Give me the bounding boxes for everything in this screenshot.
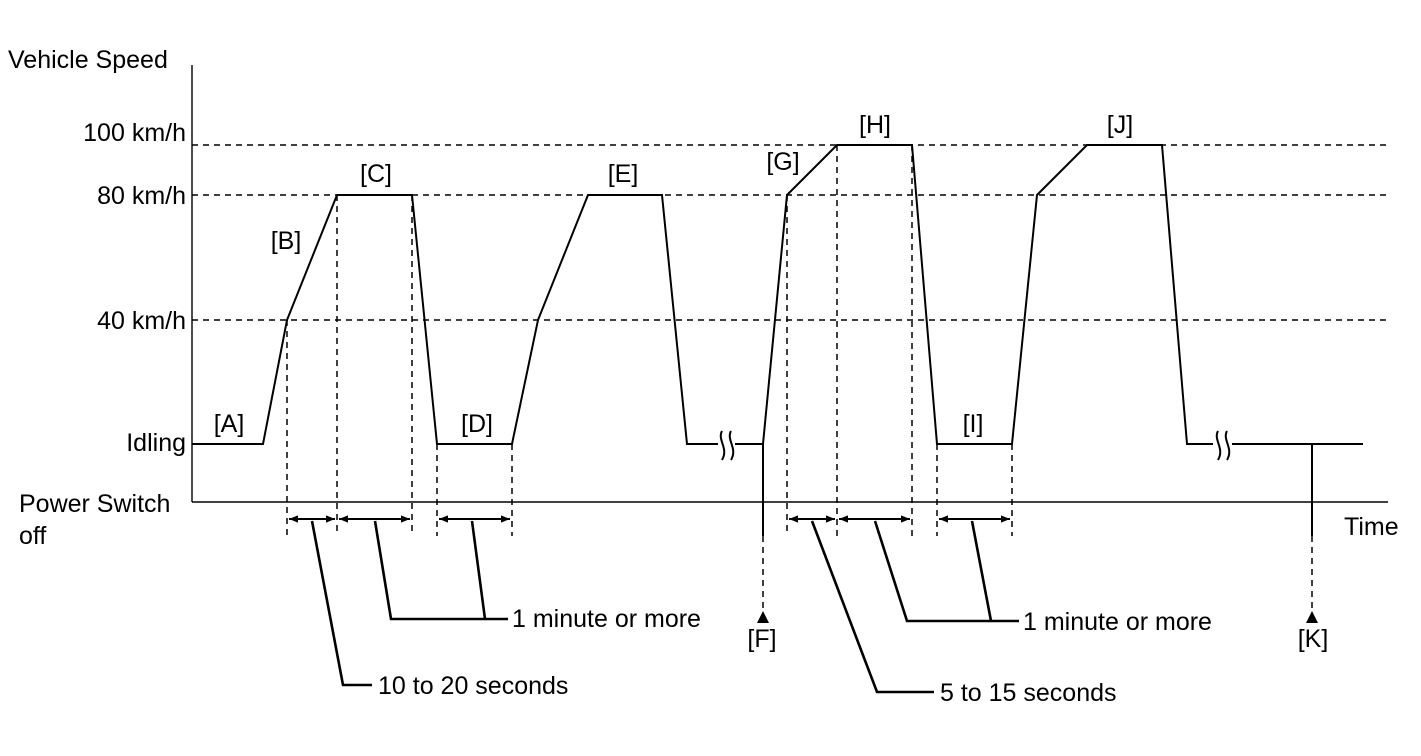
- break-symbol-1: [719, 430, 735, 461]
- y-label-off: off: [19, 522, 46, 550]
- marker-label-f: [F]: [747, 625, 776, 653]
- x-axis-title: Time: [1344, 513, 1399, 541]
- segment-label-c: [C]: [360, 160, 392, 188]
- leader-line-1-minute-left-d: [470, 520, 487, 620]
- segment-label-g: [G]: [766, 148, 799, 176]
- y-label-80: 80 km/h: [97, 182, 186, 210]
- y-label-100: 100 km/h: [83, 119, 186, 147]
- segment-label-h: [H]: [859, 111, 891, 139]
- y-label-idling: Idling: [126, 429, 186, 457]
- segment-label-j: [J]: [1107, 111, 1133, 139]
- speed-profile-part-1: [192, 194, 718, 445]
- duration-label-first-minute: 1 minute or more: [512, 605, 701, 633]
- leader-line-10-to-20: [310, 520, 372, 687]
- leader-line-1-minute-right-i: [970, 520, 993, 622]
- y-label-40: 40 km/h: [97, 307, 186, 335]
- marker-k-arrow-icon: [1306, 611, 1318, 623]
- break-symbol-2: [1215, 430, 1231, 461]
- duration-label-first-seconds: 10 to 20 seconds: [378, 672, 568, 700]
- segment-label-i: [I]: [963, 410, 984, 438]
- segment-label-e: [E]: [608, 160, 639, 188]
- segment-label-d: [D]: [461, 410, 493, 438]
- duration-label-second-seconds: 5 to 15 seconds: [940, 679, 1117, 707]
- leader-line-1-minute-right: [873, 520, 1019, 623]
- y-label-power-switch: Power Switch: [19, 490, 170, 518]
- segment-label-a: [A]: [214, 410, 245, 438]
- y-axis-title: Vehicle Speed: [8, 46, 168, 74]
- marker-label-k: [K]: [1298, 625, 1329, 653]
- marker-f-arrow-icon: [757, 611, 769, 623]
- leader-line-1-minute-left: [373, 520, 508, 621]
- duration-label-second-minute: 1 minute or more: [1023, 608, 1212, 636]
- speed-profile-part-2: [735, 144, 1213, 445]
- leader-line-5-to-15: [810, 520, 934, 694]
- segment-label-b: [B]: [271, 227, 302, 255]
